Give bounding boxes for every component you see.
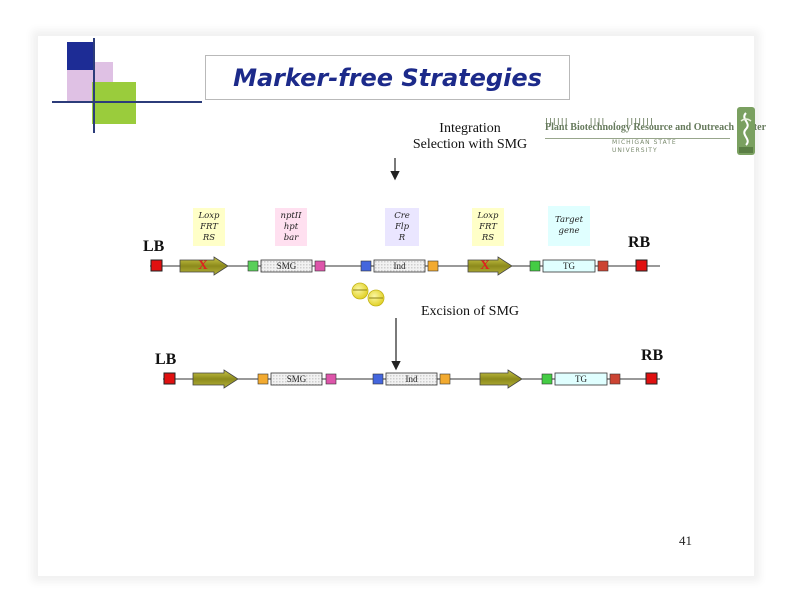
left-border-box-bottom (163, 372, 176, 385)
tg-label-top: TG (563, 261, 575, 271)
tg-box-bottom (554, 372, 608, 386)
pbrc-logo-icon (737, 107, 755, 155)
recombination-site-arrow-2 (467, 256, 513, 276)
page-number: 41 (679, 533, 692, 548)
logo-divider (545, 138, 730, 139)
right-border-label-bottom: RB (641, 347, 664, 364)
ind-label-bottom: Ind (405, 374, 418, 384)
tg-box-top (542, 259, 596, 273)
right-border-label-top: RB (628, 234, 651, 251)
recombinase-enzyme-icon (351, 282, 369, 300)
smg-box-bottom (270, 372, 323, 386)
logo-wordmark: IIIIII · IIII · IIIIIII (545, 117, 654, 128)
slide-title: Marker-free Strategies (205, 55, 570, 100)
decor-vertical-line (93, 38, 95, 133)
smg-label-top: SMG (276, 261, 297, 271)
decor-square-blue (67, 42, 95, 70)
tg-label-bottom: TG (575, 374, 587, 384)
smg-label-bottom: SMG (286, 374, 307, 384)
ind-label-top: Ind (393, 261, 406, 271)
logo-center-name: Plant Biotechnology Resource and Outreac… (545, 122, 767, 133)
smg-box-top (260, 259, 313, 273)
integration-label: Integration Selection with SMG (412, 121, 528, 152)
site-x-mark-2: X (480, 257, 490, 272)
decor-square-green (92, 82, 136, 124)
right-border-box-top (635, 259, 648, 272)
right-border-box-bottom (645, 372, 658, 385)
logo-university: MICHIGAN STATE UNIVERSITY (612, 139, 677, 154)
left-border-label-bottom: LB (155, 351, 177, 368)
left-border-box-top (150, 259, 163, 272)
ind-box-top (373, 259, 426, 273)
slide (38, 36, 754, 576)
left-border-label-top: LB (143, 238, 165, 255)
excision-label: Excision of SMG (421, 304, 519, 319)
site-x-mark-1: X (198, 257, 208, 272)
recombination-site-arrow-1 (179, 256, 229, 276)
ind-box-bottom (385, 372, 438, 386)
decor-horizontal-line (52, 101, 202, 103)
